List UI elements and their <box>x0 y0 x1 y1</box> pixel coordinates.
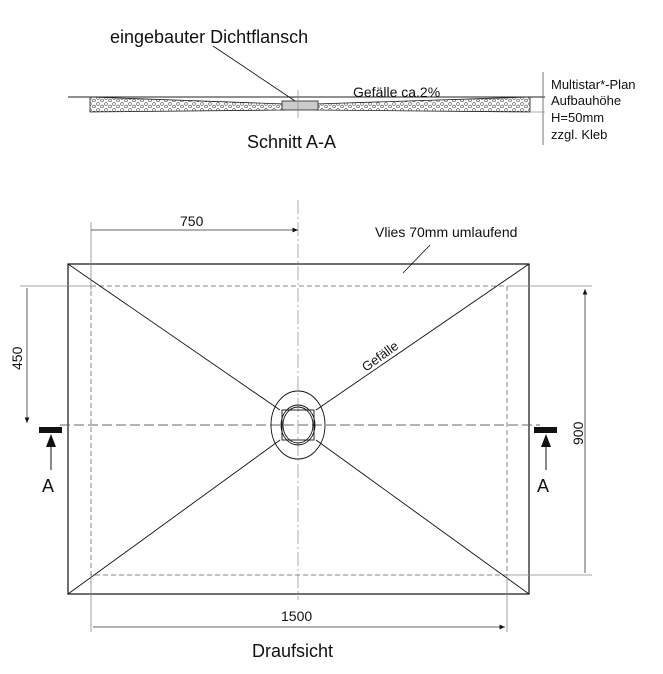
spec-line-3: H=50mm <box>551 110 604 125</box>
section-marker-label: A <box>42 476 54 496</box>
dim-750: 750 <box>180 213 204 229</box>
section-title: Schnitt A-A <box>247 132 336 152</box>
spec-line-4: zzgl. Kleb <box>551 127 607 142</box>
drain <box>270 390 326 460</box>
plan-view: Gefälle Vlies 70mm umlaufend 750 1500 45… <box>9 200 592 661</box>
section-slope-label: Gefälle ca.2% <box>353 84 440 100</box>
fleece-label: Vlies 70mm umlaufend <box>375 224 517 240</box>
dim-450: 450 <box>9 346 25 370</box>
screed-left <box>89 96 286 113</box>
fleece-leader <box>402 244 431 274</box>
dim-900: 900 <box>570 421 586 445</box>
flange-leader-line <box>212 45 299 104</box>
drain-flange <box>281 100 319 111</box>
dim-1500: 1500 <box>281 608 312 624</box>
section-marker-label: A <box>537 476 549 496</box>
slope-lines <box>67 263 530 595</box>
outer-fleece-border <box>67 263 530 595</box>
spec-line-1: Multistar*-Plan <box>551 77 636 92</box>
plan-title: Draufsicht <box>252 641 333 661</box>
flange-label: eingebauter Dichtflansch <box>110 27 308 47</box>
section-marker-right: A <box>534 427 557 496</box>
section-view: eingebauter Dichtflansch Gefälle ca.2% S… <box>68 27 636 152</box>
section-marker-left: A <box>39 427 62 496</box>
inner-board-outline <box>90 285 508 576</box>
spec-line-2: Aufbauhöhe <box>551 93 621 108</box>
